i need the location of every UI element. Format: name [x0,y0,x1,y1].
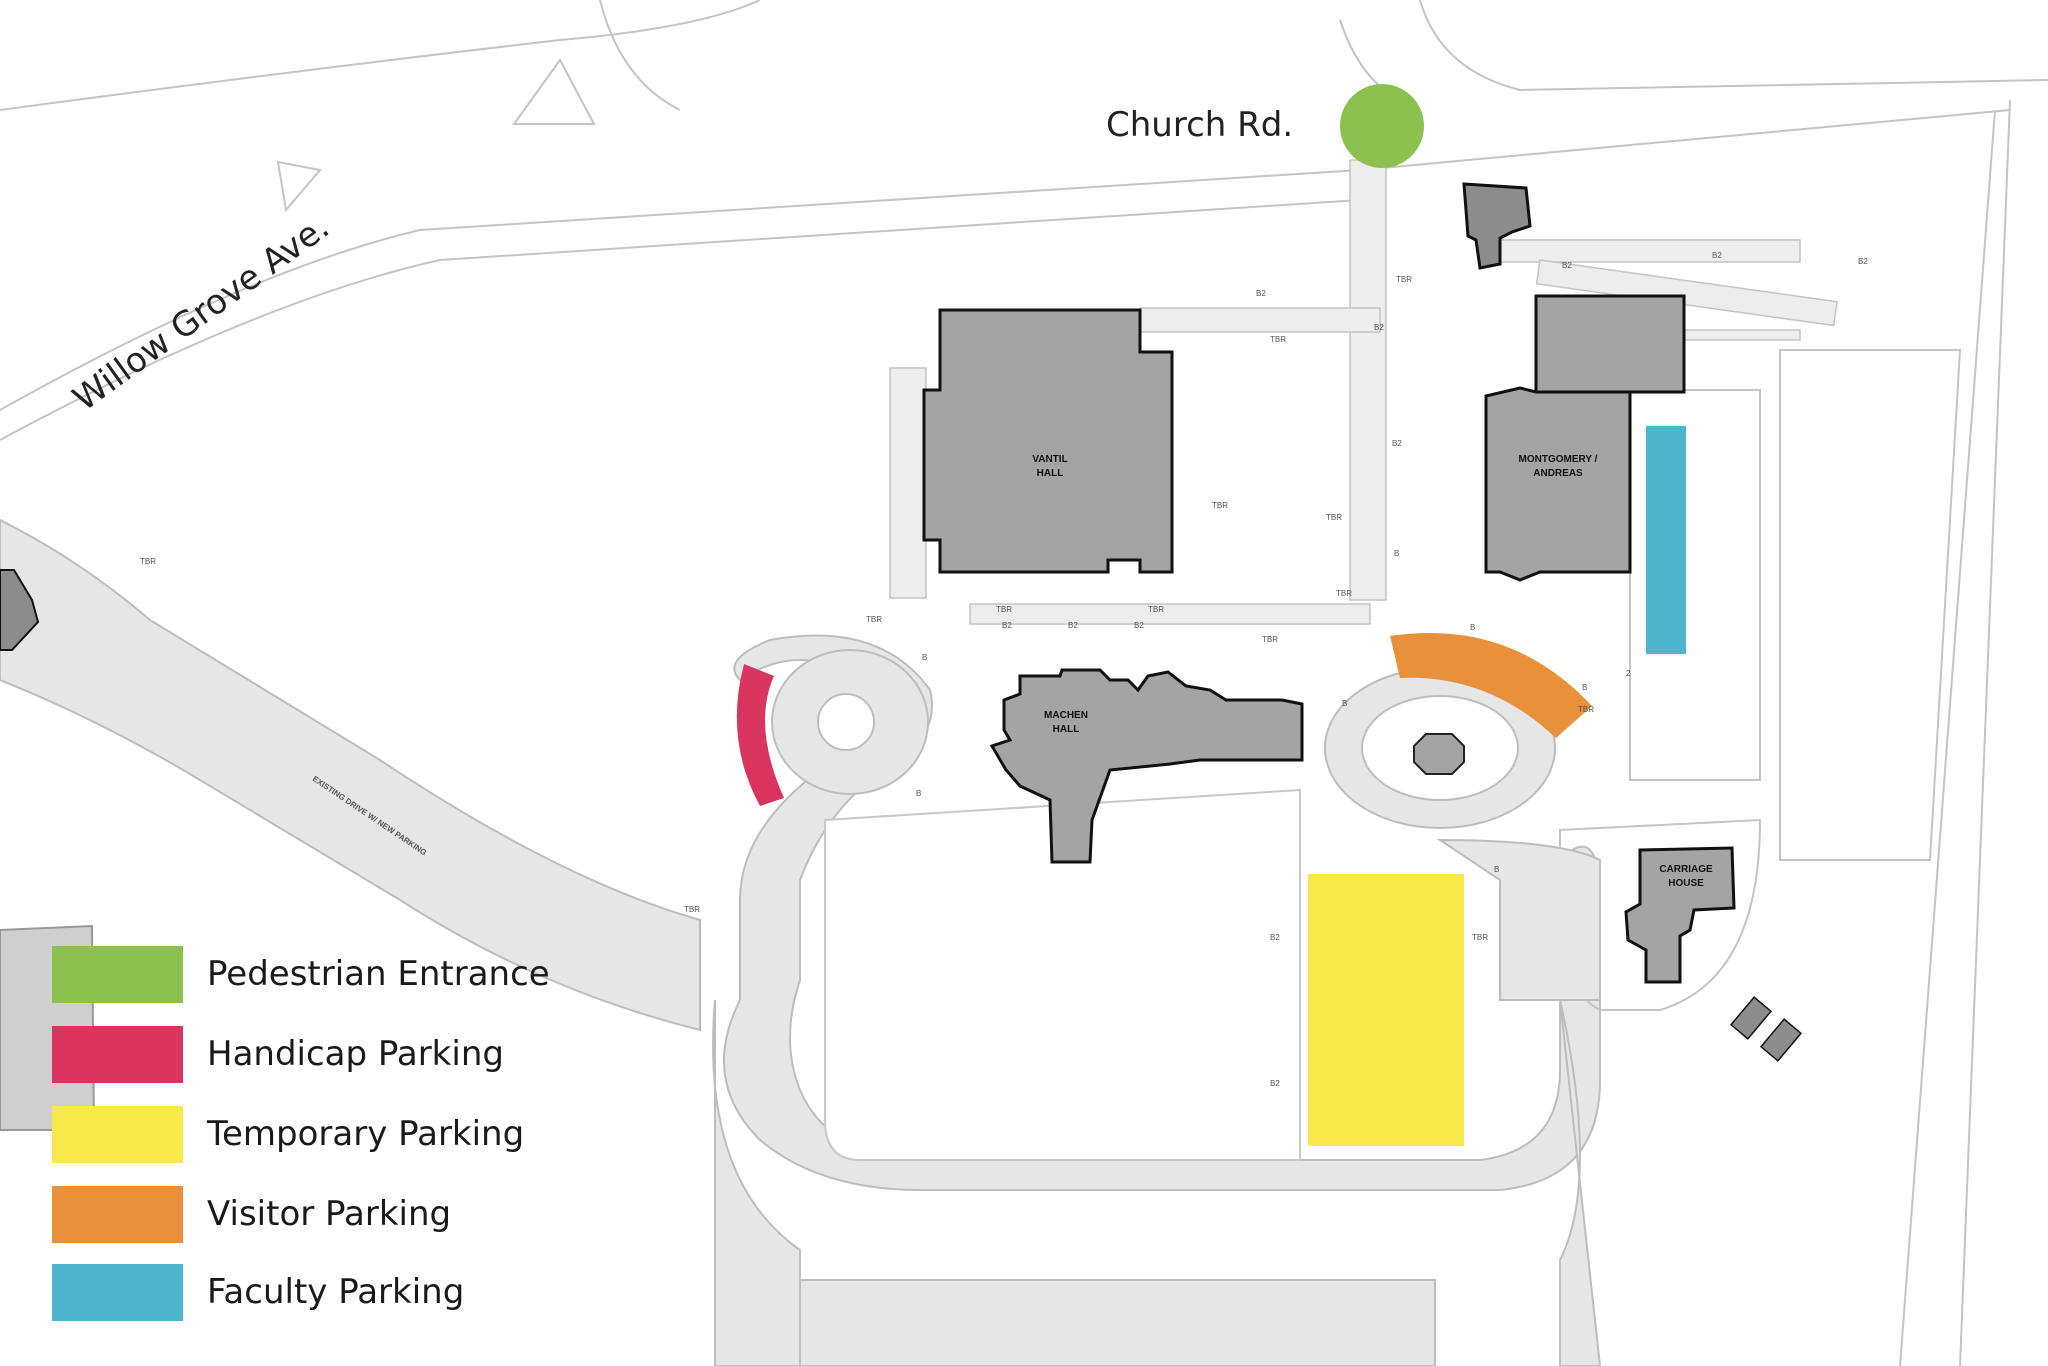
b2-marker: B2 [1858,257,1868,266]
carriage-house-label-1: CARRIAGE [1659,864,1713,875]
b-marker: B [916,789,921,798]
tbr-marker: TBR [1396,275,1412,284]
legend-swatch [52,1264,183,1321]
b-marker: B [1470,623,1475,632]
legend-item-temporary-parking: Temporary Parking [52,1106,612,1164]
legend-label: Faculty Parking [207,1272,465,1312]
tbr-marker: TBR [1262,635,1278,644]
b-marker: B [1582,683,1587,692]
legend-label: Visitor Parking [207,1194,452,1234]
shed [1729,996,1773,1040]
b2-marker: B2 [1256,289,1266,298]
legend-label: Handicap Parking [207,1034,504,1074]
church-rd-label: Church Rd. [1106,105,1293,145]
legend-item-visitor-parking: Visitor Parking [52,1186,612,1244]
shed [1759,1018,1803,1062]
b2-marker: B2 [1270,933,1280,942]
east-service-road [1436,838,1601,1001]
median-triangle [276,160,322,213]
tbr-marker: TBR [1326,513,1342,522]
tbr-marker: TBR [1212,501,1228,510]
handicap-parking-area[interactable] [736,664,784,806]
legend-swatch [52,1106,183,1163]
tbr-marker: TBR [1336,589,1352,598]
gatehouse [1462,182,1532,270]
b2-marker: B2 [1002,621,1012,630]
machen-hall[interactable] [989,668,1304,864]
b2-marker: B2 [1562,261,1572,270]
tbr-marker: TBR [996,605,1012,614]
b-marker: B [922,653,927,662]
south-parking [714,1279,1436,1366]
legend-swatch [52,1026,183,1083]
west-building [0,569,40,651]
tbr-marker: TBR [1148,605,1164,614]
machen-hall-label-1: MACHEN [1044,710,1088,721]
montgomery-upper [1534,294,1686,394]
machen-hall-label-2: HALL [1053,724,1080,735]
willow-grove-ave-label: Willow Grove Ave. [66,207,337,419]
b2-marker: B2 [1392,439,1402,448]
east-parking-lot [1629,389,1761,781]
temporary-parking-area[interactable] [1308,874,1464,1146]
carriage-house-label-2: HOUSE [1668,878,1704,889]
vantil-hall-label-2: HALL [1037,468,1064,479]
west-roundabout-island [817,693,875,751]
b-marker: B [1394,549,1399,558]
b2-marker: B2 [1068,621,1078,630]
legend-swatch [52,946,183,1003]
tbr-marker: TBR [1578,705,1594,714]
tbr-marker: TBR [140,557,156,566]
tbr-marker: TBR [866,615,882,624]
two-marker: 2 [1626,669,1631,678]
vantil-hall-label-1: VANTIL [1032,454,1067,465]
vantil-hall[interactable] [922,308,1174,574]
montgomery-label-1: MONTGOMERY / [1519,454,1598,465]
median-triangle [512,58,596,125]
west-drive [712,999,801,1366]
legend-item-handicap-parking: Handicap Parking [52,1026,612,1084]
carriage-house[interactable] [1624,846,1736,984]
far-east-parking-lot [1779,349,1962,861]
pedestrian-entrance-marker[interactable] [1340,84,1424,168]
central-lawn [824,788,1301,1161]
b2-marker: B2 [1270,1079,1280,1088]
b-marker: B [1342,699,1347,708]
east-drive [1559,999,1602,1366]
tbr-marker: TBR [1270,335,1286,344]
b-marker: B [1494,865,1499,874]
montgomery-andreas-hall[interactable] [1484,386,1632,582]
tbr-marker: TBR [1472,933,1488,942]
visitor-parking-area[interactable] [1390,632,1592,738]
tbr-marker: TBR [684,905,700,914]
legend-item-pedestrian-entrance: Pedestrian Entrance [52,946,612,1004]
legend-label: Temporary Parking [207,1114,525,1154]
b2-marker: B2 [1134,621,1144,630]
survey-markers: TBR TBR TBR TBR TBR TBR TBR TBR TBR TBR … [140,251,1868,1088]
b2-marker: B2 [1712,251,1722,260]
legend-label: Pedestrian Entrance [207,954,550,994]
faculty-parking-area[interactable] [1646,426,1686,654]
montgomery-label-2: ANDREAS [1533,468,1583,479]
gazebo [1413,733,1465,775]
existing-drive-parking [0,518,701,1032]
legend-swatch [52,1186,183,1243]
legend-item-faculty-parking: Faculty Parking [52,1264,612,1322]
b2-marker: B2 [1374,323,1384,332]
